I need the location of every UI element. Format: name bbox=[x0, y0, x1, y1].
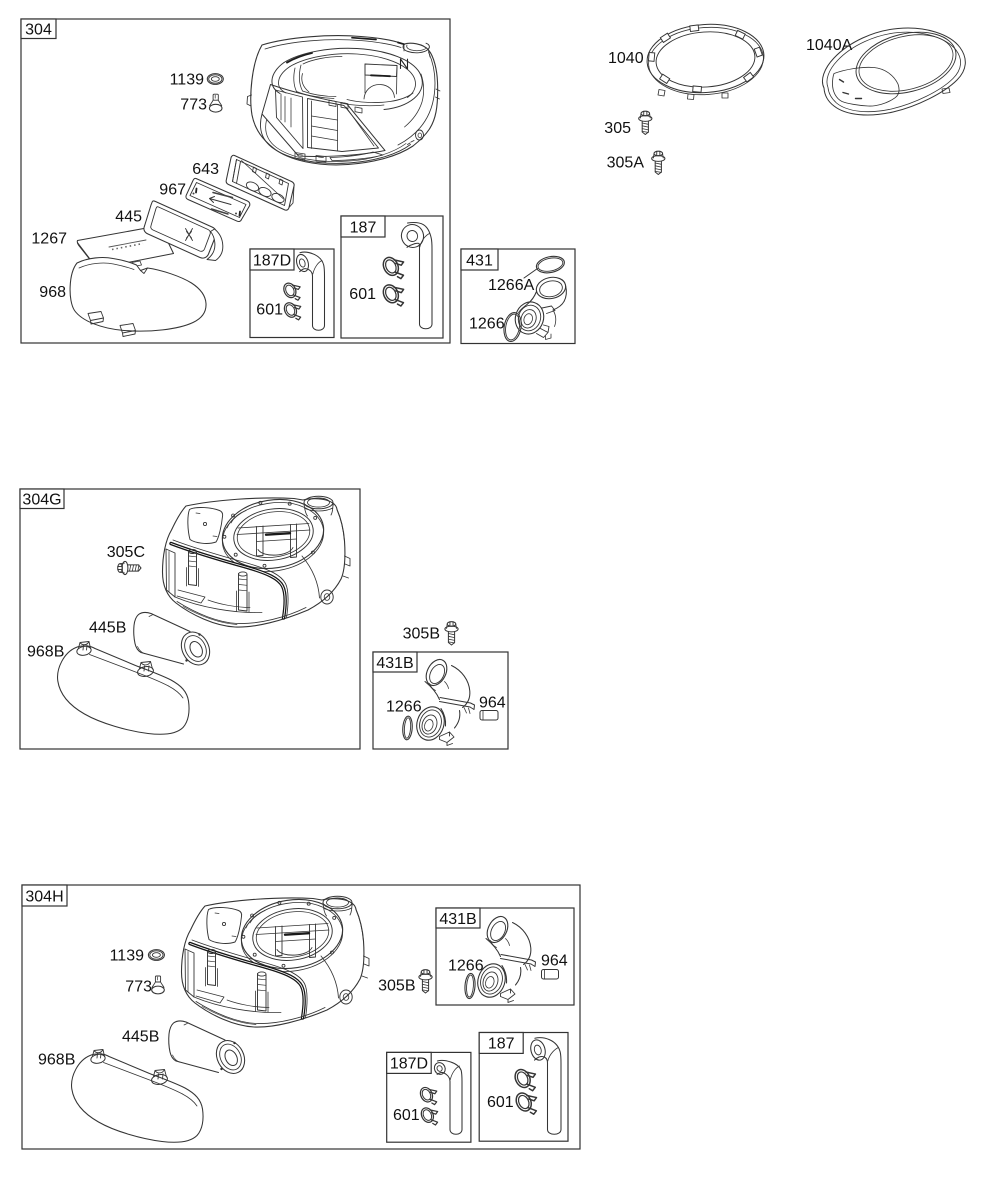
svg-text:431: 431 bbox=[466, 252, 493, 269]
svg-text:1139: 1139 bbox=[110, 948, 145, 965]
svg-text:968: 968 bbox=[39, 284, 66, 301]
svg-text:601: 601 bbox=[487, 1094, 514, 1111]
svg-text:431B: 431B bbox=[439, 911, 476, 928]
svg-text:1266A: 1266A bbox=[488, 277, 535, 294]
svg-text:964: 964 bbox=[479, 695, 506, 712]
svg-text:964: 964 bbox=[541, 953, 568, 970]
svg-text:305B: 305B bbox=[378, 978, 415, 995]
svg-text:187: 187 bbox=[488, 1036, 515, 1053]
svg-text:305A: 305A bbox=[607, 155, 645, 172]
svg-text:601: 601 bbox=[393, 1107, 420, 1124]
svg-text:187D: 187D bbox=[253, 252, 291, 269]
svg-text:431B: 431B bbox=[376, 655, 413, 672]
svg-text:304: 304 bbox=[25, 22, 52, 39]
svg-text:968B: 968B bbox=[38, 1052, 75, 1069]
svg-text:773: 773 bbox=[125, 979, 152, 996]
svg-text:445: 445 bbox=[115, 209, 142, 226]
svg-text:445B: 445B bbox=[89, 620, 126, 637]
svg-text:601: 601 bbox=[349, 286, 376, 303]
svg-text:1266: 1266 bbox=[448, 958, 484, 975]
svg-text:304H: 304H bbox=[25, 888, 63, 905]
svg-text:445B: 445B bbox=[122, 1029, 159, 1046]
svg-text:1267: 1267 bbox=[31, 231, 67, 248]
svg-text:305: 305 bbox=[604, 120, 631, 137]
svg-text:187: 187 bbox=[350, 219, 377, 236]
svg-text:304G: 304G bbox=[22, 492, 61, 509]
svg-text:1266: 1266 bbox=[469, 316, 505, 333]
svg-text:1040A: 1040A bbox=[806, 37, 853, 54]
svg-text:187D: 187D bbox=[390, 1056, 428, 1073]
svg-text:1266: 1266 bbox=[386, 699, 422, 716]
svg-text:968B: 968B bbox=[27, 644, 64, 661]
svg-text:1139: 1139 bbox=[170, 72, 205, 89]
svg-text:643: 643 bbox=[192, 161, 219, 178]
svg-text:773: 773 bbox=[180, 97, 207, 114]
svg-text:967: 967 bbox=[159, 182, 186, 199]
svg-text:601: 601 bbox=[256, 302, 283, 319]
svg-text:1040: 1040 bbox=[608, 50, 644, 67]
svg-text:305B: 305B bbox=[403, 626, 440, 643]
svg-text:305C: 305C bbox=[107, 544, 145, 561]
